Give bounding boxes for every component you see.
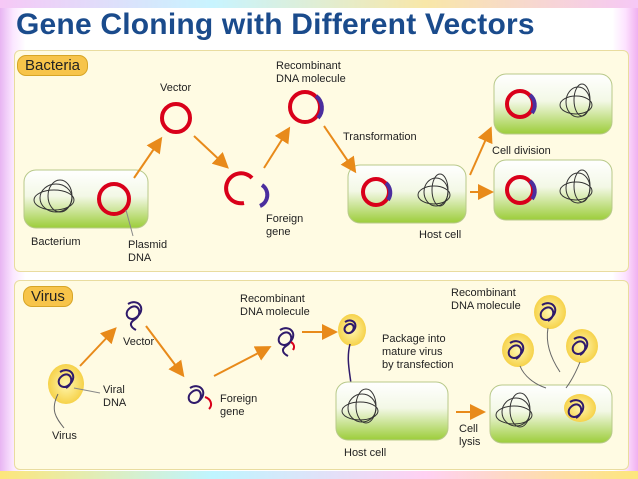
bacteria-recombinant-label-2: DNA molecule [276, 73, 346, 85]
bacteria-foreign-label-1: Foreign [266, 213, 304, 225]
virus-recombinant-label-2: DNA molecule [240, 306, 310, 318]
virus-label: Virus [52, 430, 77, 442]
packaged-virus [338, 314, 366, 393]
virus-host-cell [335, 381, 449, 441]
bacteria-arrows [133, 125, 494, 200]
viral-vector-dna [125, 301, 143, 331]
bacterium-cell [23, 169, 149, 229]
virus-foreign-label-1: Foreign [220, 393, 258, 405]
plasmid-leader [125, 209, 134, 237]
daughter-cell-bottom [493, 159, 613, 221]
top-decor-band [0, 0, 638, 8]
plasmid-label-2: DNA [128, 252, 152, 264]
virus-foreign-label-2: gene [220, 406, 245, 418]
bottom-decor-band [0, 471, 638, 479]
virus-recombinant-label-1: Recombinant [240, 293, 305, 305]
cell-lysis-label-1: Cell [459, 423, 478, 435]
cut-viral-dna [187, 385, 205, 404]
package-label-1: Package into [382, 333, 446, 345]
vector-plasmid [160, 102, 192, 134]
bacteria-badge: Bacteria [17, 55, 89, 76]
virus-vector-label: Vector [123, 336, 155, 348]
released-viruses [502, 295, 598, 389]
virus-badge: Virus [23, 286, 73, 307]
virus-recombinant-b-label-1: Recombinant [451, 287, 516, 299]
lysed-cell [489, 384, 613, 444]
viral-dna-leader [73, 387, 101, 394]
virus-host-cell-label: Host cell [344, 447, 387, 459]
package-label-2: mature virus [382, 346, 443, 358]
bacteria-foreign-label-2: gene [266, 226, 291, 238]
bacterium-label: Bacterium [31, 236, 81, 248]
plasmid-label-1: Plasmid [128, 239, 168, 251]
recombinant-plasmid [288, 90, 322, 124]
virus-arrows [79, 324, 486, 420]
recombinant-viral-dna [277, 327, 295, 357]
cell-lysis-label-2: lysis [459, 436, 481, 448]
virus-particle [48, 364, 84, 429]
bacteria-recombinant-label-1: Recombinant [276, 60, 341, 72]
foreign-gene-fragment [259, 183, 270, 208]
cut-plasmid [224, 171, 254, 206]
transformation-label: Transformation [343, 131, 417, 143]
viral-dna-label-2: DNA [103, 397, 127, 409]
bacteria-vector-label: Vector [160, 82, 192, 94]
package-label-3: by transfection [382, 359, 454, 371]
virus-recombinant-b-label-2: DNA molecule [451, 300, 521, 312]
viral-dna-label-1: Viral [103, 384, 125, 396]
daughter-cell-top [493, 73, 613, 135]
host-cell [347, 164, 467, 224]
cell-division-label: Cell division [492, 145, 551, 157]
slide-title: Gene Cloning with Different Vectors [16, 8, 535, 41]
bacteria-host-cell-label: Host cell [419, 229, 462, 241]
